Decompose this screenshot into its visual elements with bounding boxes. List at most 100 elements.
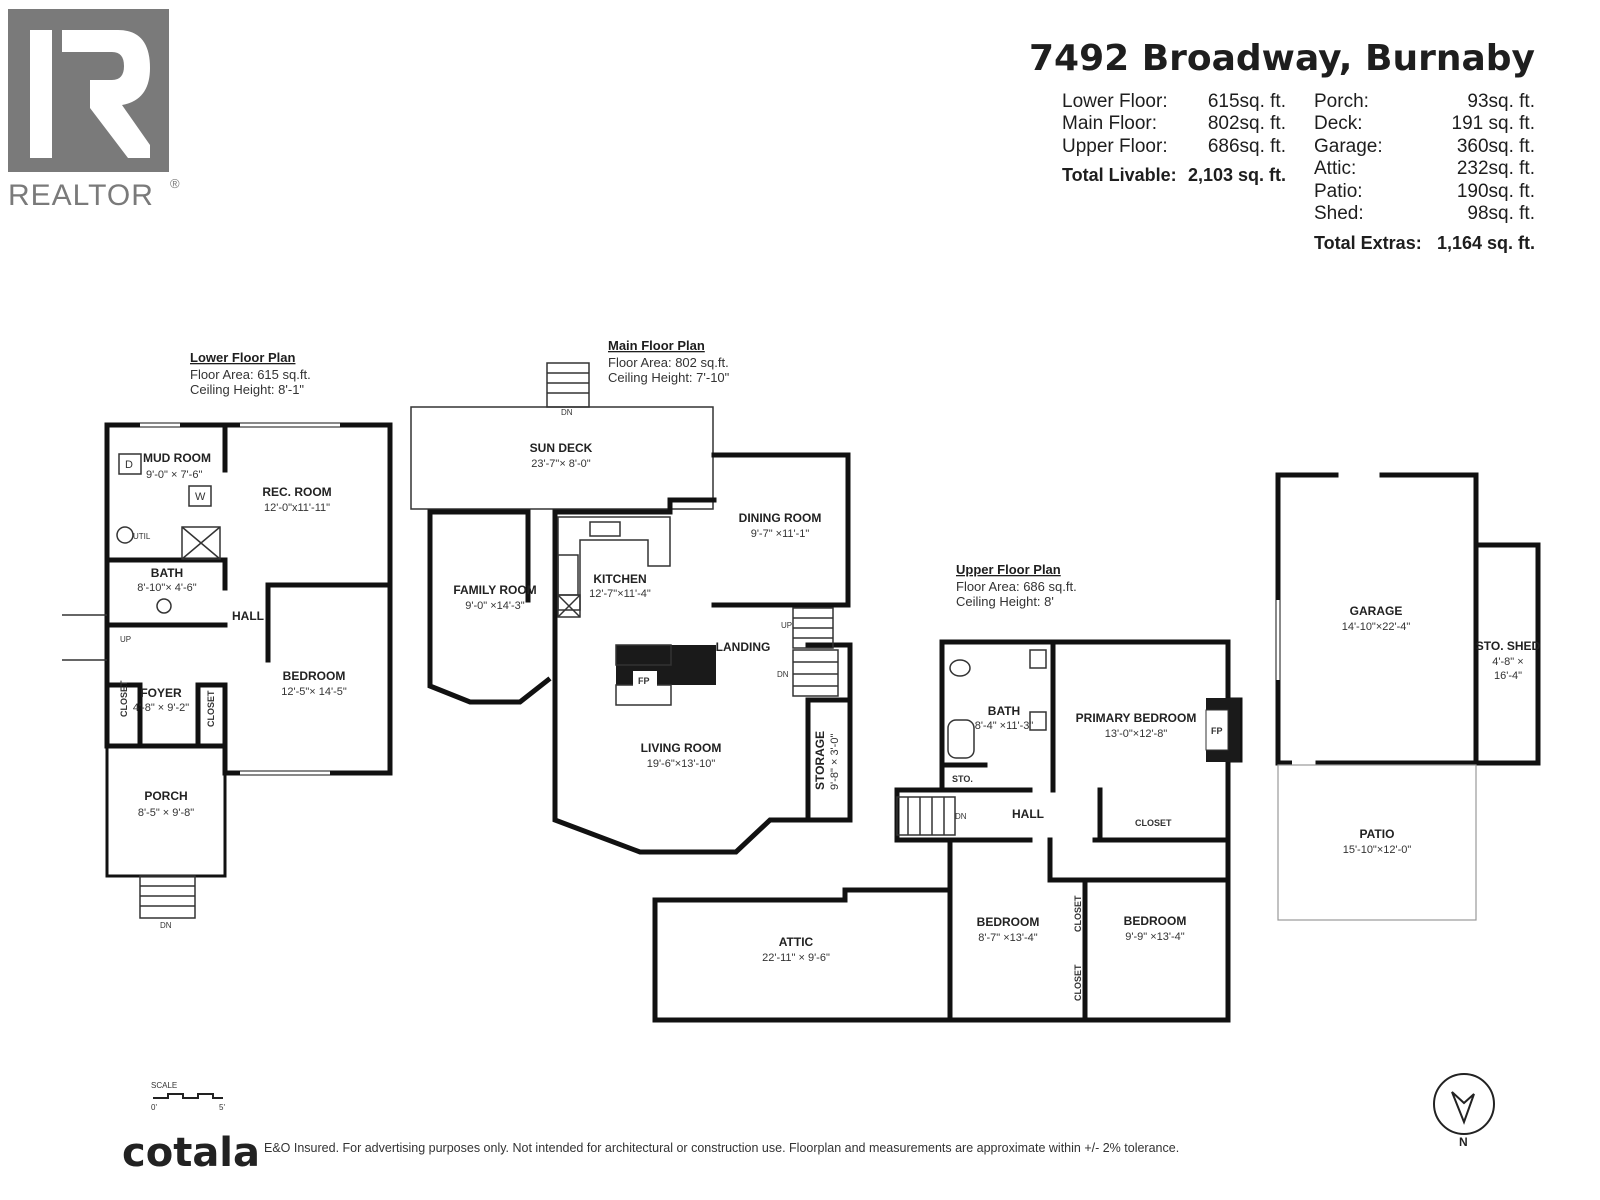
realtor-logo: REALTOR ®	[8, 9, 180, 212]
compass-n: N	[1459, 1135, 1468, 1149]
lower-bath-dim: 8'-10"× 4'-6"	[137, 582, 196, 594]
porch-value: 93sq. ft.	[1467, 91, 1535, 112]
garage-area-value: 360sq. ft.	[1457, 136, 1535, 157]
upper-floor-label: Upper Floor:	[1062, 136, 1168, 157]
shed-area-label: Shed:	[1314, 203, 1364, 224]
upper-plan-area: Floor Area: 686 sq.ft.	[956, 579, 1077, 594]
porch-label: Porch:	[1314, 91, 1369, 112]
sun-deck-dim: 23'-7"× 8'-0"	[531, 458, 590, 470]
rec-room-name: REC. ROOM	[262, 485, 331, 499]
lower-plan-area: Floor Area: 615 sq.ft.	[190, 367, 311, 382]
bedroom-closet-1-label: CLOSET	[1073, 895, 1083, 932]
dining-room-dim: 9'-7" ×11'-1"	[751, 528, 810, 540]
family-room-dim: 9'-0" ×14'-3"	[465, 600, 524, 612]
sto-shed-name: STO. SHED	[1476, 639, 1541, 653]
shed-area-value: 98sq. ft.	[1467, 203, 1535, 224]
mud-room-dim: 9'-0" × 7'-6"	[146, 469, 202, 481]
primary-bedroom-name: PRIMARY BEDROOM	[1076, 711, 1197, 725]
porch-name: PORCH	[144, 789, 187, 803]
porch-dim: 8'-5" × 9'-8"	[138, 807, 194, 819]
upper-bath-name: BATH	[988, 704, 1020, 718]
upper-bath-dim: 8'-4" ×11'-3"	[975, 720, 1034, 732]
scale-label: SCALE	[151, 1081, 177, 1090]
dryer-label: D	[125, 459, 133, 471]
hall-closet-label: CLOSET	[206, 690, 216, 727]
property-header: 7492 Broadway, Burnaby Lower Floor: 615s…	[1029, 38, 1535, 253]
lower-plan-title: Lower Floor Plan	[190, 350, 296, 365]
upper-dn-label: DN	[955, 812, 967, 821]
foyer-name: FOYER	[140, 686, 182, 700]
util-label: UTIL	[133, 532, 151, 541]
attic-area-value: 232sq. ft.	[1457, 158, 1535, 179]
rec-room-dim: 12'-0"x11'-11"	[264, 502, 330, 514]
bedroom-closet-2-label: CLOSET	[1073, 964, 1083, 1001]
primary-bedroom-dim: 13'-0"×12'-8"	[1105, 728, 1168, 740]
lower-bedroom-name: BEDROOM	[283, 669, 346, 683]
garage-name: GARAGE	[1350, 604, 1403, 618]
realtor-mark: ®	[170, 176, 180, 191]
main-floor-value: 802sq. ft.	[1208, 113, 1286, 134]
realtor-text: REALTOR	[8, 179, 154, 212]
upper-floor-value: 686sq. ft.	[1208, 136, 1286, 157]
foyer-closet-label: CLOSET	[119, 680, 129, 717]
attic-name: ATTIC	[779, 935, 814, 949]
landing-name: LANDING	[716, 640, 771, 654]
sto-shed-dim-2: 16'-4"	[1494, 670, 1522, 682]
compass: N	[1433, 1073, 1495, 1149]
lower-up-label: UP	[120, 635, 131, 644]
lower-bath-name: BATH	[151, 566, 183, 580]
bedroom-2-dim: 8'-7" ×13'-4"	[978, 932, 1037, 944]
storage-name: STORAGE	[813, 731, 827, 790]
family-room-name: FAMILY ROOM	[453, 583, 536, 597]
porch-dn-label: DN	[160, 921, 172, 930]
main-fp-label: FP	[638, 676, 650, 686]
upper-plan-ceiling: Ceiling Height: 8'	[956, 594, 1054, 609]
sto-label: STO.	[952, 774, 973, 784]
north-arrow-icon	[1451, 1091, 1475, 1125]
total-extras-value: 1,164 sq. ft.	[1437, 233, 1535, 253]
foyer-dim: 4'-8" × 9'-2"	[133, 702, 189, 714]
disclaimer: E&O Insured. For advertising purposes on…	[264, 1141, 1179, 1155]
kitchen-name: KITCHEN	[593, 572, 646, 586]
primary-closet-label: CLOSET	[1135, 818, 1172, 828]
living-room-dim: 19'-6"×13'-10"	[647, 758, 716, 770]
bedroom-3-dim: 9'-9" ×13'-4"	[1125, 931, 1184, 943]
deck-dn-label: DN	[561, 408, 573, 417]
total-extras-label: Total Extras:	[1314, 233, 1422, 253]
attic-area-label: Attic:	[1314, 158, 1356, 179]
footer: cotala E&O Insured. For advertising purp…	[122, 1130, 1179, 1176]
lower-floor-label: Lower Floor:	[1062, 91, 1168, 112]
kitchen-dim: 12'-7"×11'-4"	[589, 588, 651, 600]
garage-plan: GARAGE 14'-10"×22'-4" STO. SHED 4'-8" × …	[1275, 472, 1541, 921]
garage-area-label: Garage:	[1314, 136, 1383, 157]
upper-floor-plan: Upper Floor Plan Floor Area: 686 sq.ft. …	[652, 562, 1243, 1023]
scale-bar: SCALE 0' 5'	[151, 1081, 225, 1112]
main-plan-area: Floor Area: 802 sq.ft.	[608, 355, 729, 370]
patio-name: PATIO	[1360, 827, 1395, 841]
washer-label: W	[195, 491, 206, 503]
lower-floor-value: 615sq. ft.	[1208, 91, 1286, 112]
lower-hall-name: HALL	[232, 609, 264, 623]
storage-dim: 9'-8" × 3'-0"	[829, 734, 841, 790]
sun-deck-name: SUN DECK	[530, 441, 593, 455]
total-livable-label: Total Livable:	[1062, 165, 1177, 185]
main-dn-label: DN	[777, 670, 789, 679]
dining-room-name: DINING ROOM	[739, 511, 822, 525]
upper-plan-title: Upper Floor Plan	[956, 562, 1061, 577]
deck-label: Deck:	[1314, 113, 1363, 134]
bedroom-3-name: BEDROOM	[1124, 914, 1187, 928]
sto-shed-dim-1: 4'-8" ×	[1492, 656, 1523, 668]
bedroom-2-name: BEDROOM	[977, 915, 1040, 929]
living-room-name: LIVING ROOM	[641, 741, 722, 755]
scale-end: 5'	[219, 1103, 225, 1112]
main-floor-plan: Main Floor Plan Floor Area: 802 sq.ft. C…	[410, 338, 853, 855]
upper-fp-label: FP	[1211, 726, 1223, 736]
lower-plan-ceiling: Ceiling Height: 8'-1"	[190, 382, 304, 397]
patio-dim: 15'-10"×12'-0"	[1343, 844, 1412, 856]
property-address: 7492 Broadway, Burnaby	[1029, 38, 1535, 79]
scale-start: 0'	[151, 1103, 157, 1112]
garage-dim: 14'-10"×22'-4"	[1342, 621, 1411, 633]
deck-value: 191 sq. ft.	[1452, 113, 1535, 134]
main-plan-ceiling: Ceiling Height: 7'-10"	[608, 370, 730, 385]
